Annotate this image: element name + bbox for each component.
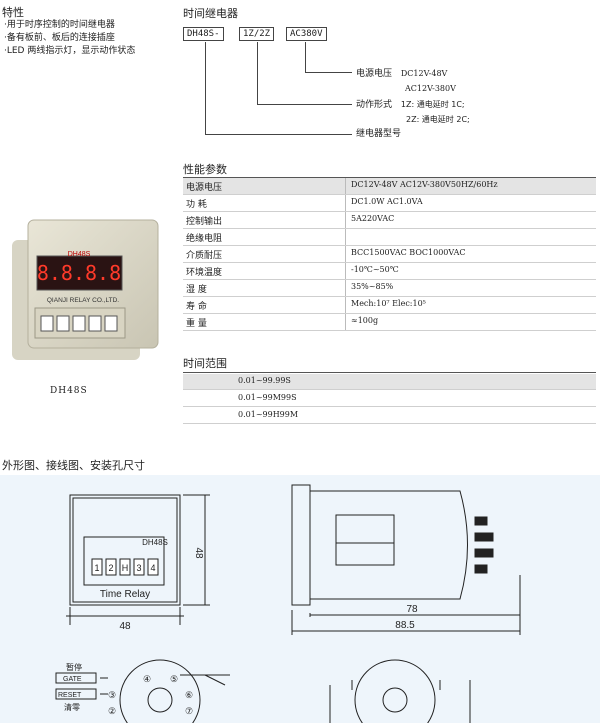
specs-top-rule	[183, 177, 596, 178]
front-model: DH48S	[142, 538, 168, 547]
feature-item: ·备有板前、板后的连接插座	[4, 33, 115, 43]
code-contact: 1Z/2Z	[239, 27, 275, 41]
spec-label: 介质耐压	[186, 251, 223, 261]
device-model: DH48S	[68, 251, 91, 258]
spec-label: 绝缘电阻	[186, 234, 223, 244]
front-digit: H	[122, 563, 129, 573]
connector-line	[305, 42, 306, 72]
dim-width: 48	[119, 621, 131, 632]
product-photo: DH48S 8.8.8.8 QIANJI RELAY CO.,LTD.	[8, 216, 163, 366]
pin-label: ③	[108, 690, 116, 700]
spec-row: 寿 命 Mech:10⁷ Elec:10⁵	[183, 297, 596, 314]
range-value: 0.01~99.99S	[238, 376, 291, 385]
front-digit: 2	[108, 563, 113, 573]
spec-value: DC12V-48V AC12V-380V50HZ/60Hz	[351, 180, 498, 189]
code-model: DH48S-	[183, 27, 224, 41]
note-action-1z: 1Z: 通电延时 1C;	[400, 100, 465, 109]
spec-label: 环境温度	[186, 268, 223, 278]
features-title: 特性	[2, 6, 24, 19]
note-voltage-label: 电源电压	[356, 69, 393, 79]
note-action-label: 动作形式	[356, 100, 393, 110]
front-digit: 4	[150, 563, 155, 573]
spec-row: 环境温度 -10℃~50℃	[183, 263, 596, 280]
spec-value: 35%~85%	[351, 282, 394, 291]
feature-item: ·LED 两线指示灯，显示动作状态	[4, 46, 136, 56]
wiring-diagram-right	[329, 659, 471, 727]
features-list: ·用于时序控制的时间继电器 ·备有板前、板后的连接插座 ·LED 两线指示灯，显…	[4, 19, 135, 58]
spec-value: Mech:10⁷ Elec:10⁵	[351, 299, 426, 308]
spec-value: DC1.0W AC1.0VA	[351, 197, 423, 206]
specs-title: 性能参数	[183, 163, 227, 176]
connector-line	[205, 42, 206, 134]
spec-row: 湿 度 35%~85%	[183, 280, 596, 297]
spec-label: 寿 命	[186, 302, 207, 312]
pin-label: ⑥	[185, 690, 193, 700]
note-model: 继电器型号	[356, 129, 402, 139]
product-caption: DH48S	[50, 386, 88, 396]
connector-line	[257, 104, 352, 105]
range-top-rule	[183, 372, 596, 373]
side-view	[291, 484, 521, 635]
spec-row: 介质耐压 BCC1500VAC BOC1000VAC	[183, 246, 596, 263]
range-value: 0.01~99M99S	[238, 393, 297, 402]
spec-row: 绝缘电阻	[183, 229, 596, 246]
spec-label: 湿 度	[186, 285, 207, 295]
spec-label: 重 量	[186, 319, 207, 329]
spec-row: 功 耗 DC1.0W AC1.0VA	[183, 195, 596, 212]
range-value: 0.01~99H99M	[238, 410, 299, 419]
note-voltage-v2: AC12V-380V	[405, 84, 456, 93]
wiring-diagram-left	[55, 659, 230, 727]
drawing-area: DH48S 1 2 H 3 4 Time Relay 48 48 78 88.5	[0, 475, 600, 727]
device-brand: QIANJI RELAY CO.,LTD.	[47, 297, 119, 304]
connector-line	[257, 42, 258, 104]
spec-label: 电源电压	[186, 183, 223, 193]
wiring-gate: GATE	[63, 676, 82, 683]
spec-value: ≈100g	[351, 316, 379, 325]
connector-line	[305, 72, 352, 73]
dim-height: 48	[193, 547, 204, 559]
front-label: Time Relay	[100, 589, 150, 600]
front-digit: 1	[94, 563, 99, 573]
spec-value: BCC1500VAC BOC1000VAC	[351, 248, 466, 257]
code-voltage: AC380V	[286, 27, 327, 41]
range-row: 0.01~99M99S	[183, 391, 596, 407]
spec-row: 电源电压 DC12V-48V AC12V-380V50HZ/60Hz	[183, 178, 596, 195]
pin-label: ④	[143, 674, 151, 684]
range-row: 0.01~99.99S	[183, 374, 596, 390]
spec-label: 控制输出	[186, 217, 223, 227]
wiring-pause: 暂停	[66, 662, 82, 672]
feature-item: ·用于时序控制的时间继电器	[4, 20, 115, 30]
time-range-title: 时间范围	[183, 357, 227, 370]
front-view	[66, 494, 210, 625]
note-voltage: 电源电压 DC12V-48V	[356, 67, 447, 81]
pin-label: ⑤	[170, 674, 178, 684]
dim-total: 88.5	[395, 620, 415, 631]
pin-label: ⑦	[185, 706, 193, 716]
spec-row: 重 量 ≈100g	[183, 314, 596, 331]
ordering-title: 时间继电器	[183, 7, 238, 20]
wiring-reset: RESET	[58, 692, 82, 699]
note-voltage-v1: DC12V-48V	[400, 69, 448, 78]
note-action: 动作形式 1Z: 通电延时 1C;	[356, 98, 465, 112]
drawings-title: 外形图、接线图、安装孔尺寸	[2, 459, 145, 472]
pin-label: ②	[108, 706, 116, 716]
spec-row: 控制输出 5A220VAC	[183, 212, 596, 229]
spec-value: -10℃~50℃	[351, 265, 399, 274]
connector-line	[205, 134, 352, 135]
device-display: 8.8.8.8	[37, 261, 121, 285]
spec-label: 功 耗	[186, 200, 207, 210]
dim-depth: 78	[406, 604, 418, 615]
spec-value: 5A220VAC	[351, 214, 395, 223]
range-row: 0.01~99H99M	[183, 408, 596, 424]
wiring-clear: 清零	[64, 702, 80, 712]
front-digit: 3	[136, 563, 141, 573]
note-action-2z: 2Z: 通电延时 2C;	[406, 115, 470, 124]
